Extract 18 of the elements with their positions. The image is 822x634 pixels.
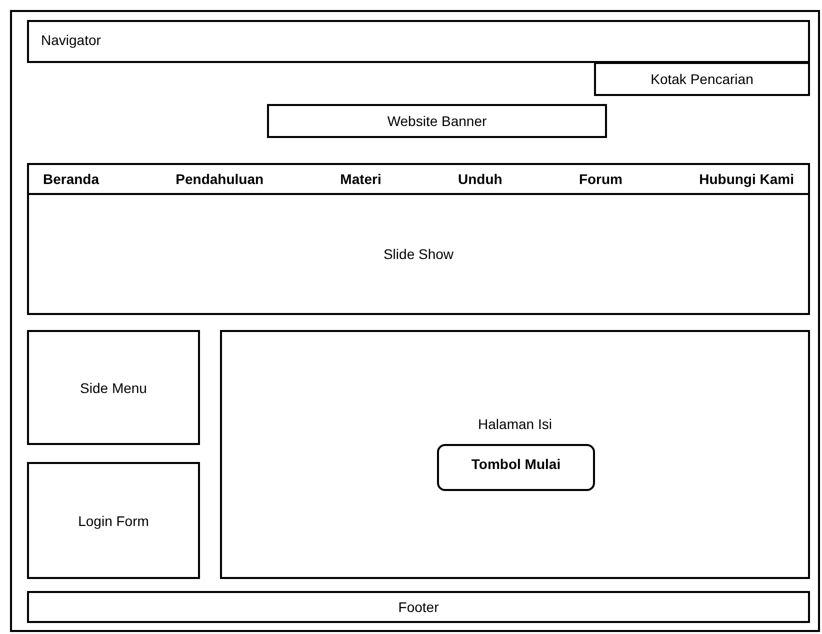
navigator-bar: Navigator (27, 20, 810, 63)
side-menu-panel: Side Menu (27, 330, 200, 445)
menu-item: Pendahuluan (176, 171, 264, 187)
section-title: Halaman Isi (477, 416, 553, 432)
menu-item: Hubungi Kami (699, 171, 794, 187)
start-button: Tombol Mulai (437, 444, 595, 491)
content-area (220, 330, 810, 579)
menu-item: Forum (578, 171, 622, 187)
website-banner: Website Banner (267, 104, 607, 138)
menu-item: Materi (340, 171, 382, 187)
slide-show-area: Slide Show (27, 193, 810, 315)
search-box: Kotak Pencarian (594, 62, 810, 96)
footer-bar: Footer (27, 591, 810, 623)
menu-item: Unduh (458, 171, 502, 187)
menu-bar (27, 163, 810, 195)
page-frame (10, 10, 820, 632)
menu-item: Beranda (43, 171, 100, 187)
login-form-panel: Login Form (27, 462, 200, 579)
